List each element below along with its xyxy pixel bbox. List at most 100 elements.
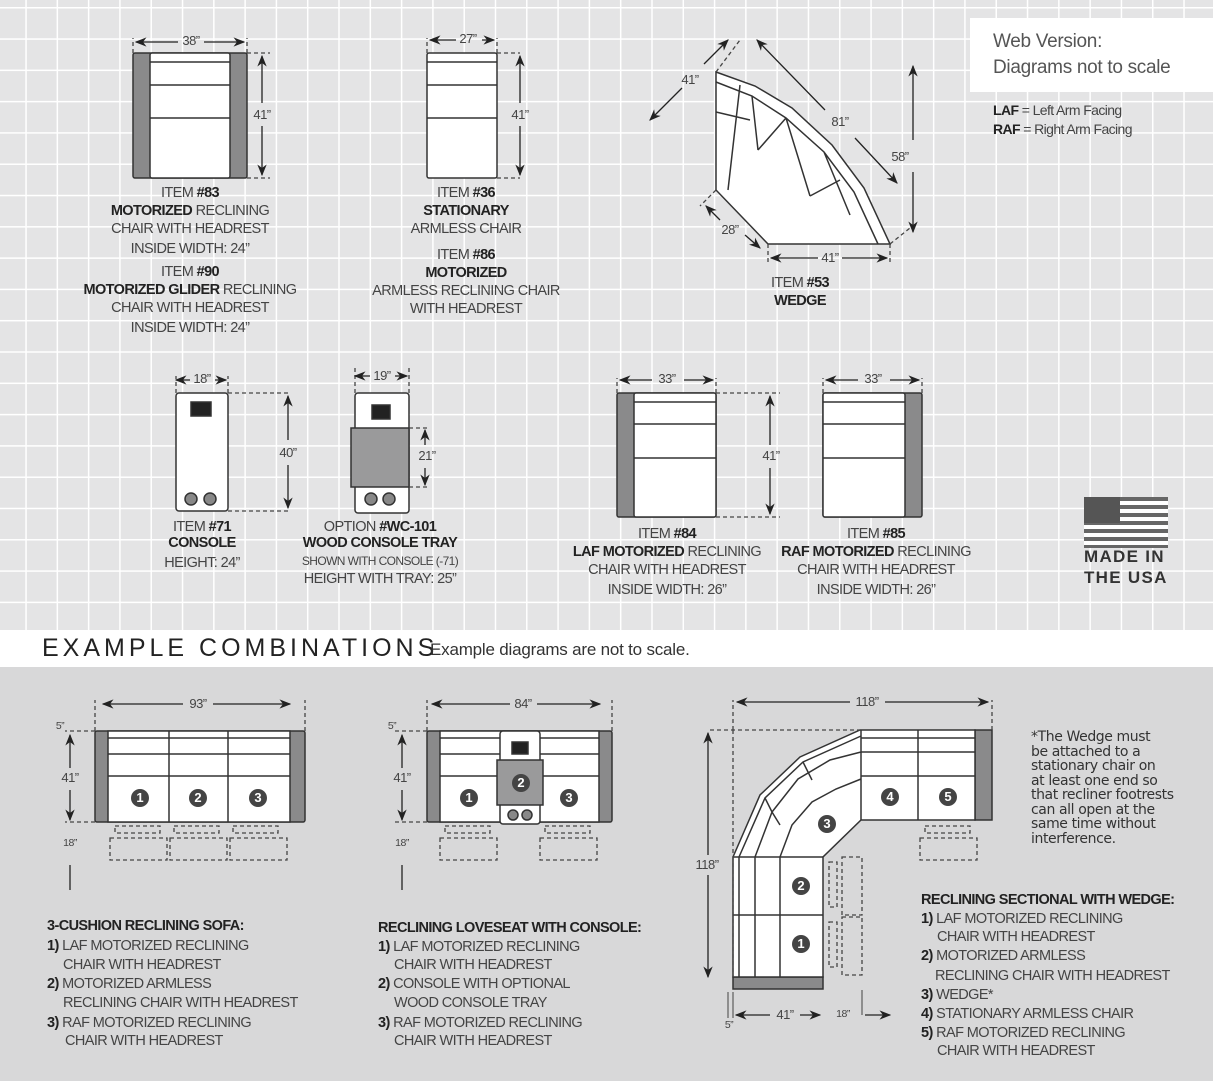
label: STATIONARY ARMLESS CHAIR [932,1006,1134,1022]
label: #83 [196,185,220,201]
item-83-desc: CHAIR WITH HEADREST [111,221,269,237]
item-53-number: ITEM #53 [771,275,830,292]
sectional-title: RECLINING SECTIONAL WITH WEDGE: [921,892,1175,909]
item-53-name: WEDGE [774,293,826,310]
label: MOTORIZED ARMLESS [58,976,212,992]
label: = Right Arm Facing [1019,121,1132,137]
label: MOTORIZED ARMLESS [932,948,1086,964]
note-line-1: Web Version: [993,31,1103,52]
item-85-desc: CHAIR WITH HEADREST [797,562,955,578]
item-84-name: LAF MOTORIZED RECLINING [573,544,762,561]
dim-height: 41” [762,448,780,463]
made-in-line2: THE USA [1084,568,1168,587]
made-in-line1: MADE IN [1084,547,1165,566]
label: LAF MOTORIZED RECLINING [932,911,1123,927]
wc101-note: SHOWN WITH CONSOLE (-71) [301,554,459,568]
label: RECLINING [893,544,971,560]
label: RECLINING [684,544,762,560]
dim-arm: 5” [724,1019,734,1031]
wc101-height: HEIGHT WITH TRAY: 25” [303,571,457,587]
seat-number: 2 [512,774,530,792]
dim-width: 19” [373,368,391,383]
note-line: same time without [1031,816,1156,832]
list-item: CHAIR WITH HEADREST [937,929,1095,945]
list-item: RECLINING CHAIR WITH HEADREST [935,968,1170,984]
raf-legend: RAF = Right Arm Facing [993,121,1133,138]
list-item: 1) LAF MOTORIZED RECLINING [378,939,580,956]
label: #90 [196,264,220,280]
examples-header-band [0,630,1213,667]
item-90-width: INSIDE WIDTH: 24” [130,320,250,336]
item-90-desc: CHAIR WITH HEADREST [111,300,269,316]
web-version-note: Web Version: Diagrams not to scale [970,18,1213,92]
wc101-number: OPTION #WC-101 [323,519,437,536]
label: 1) [47,938,59,954]
label: LAF MOTORIZED RECLINING [58,938,249,954]
note-line: at least one end so [1031,772,1158,789]
note-line: be attached to a [1031,743,1141,760]
label: 4) [921,1006,933,1022]
dim-height: 41” [61,770,79,785]
item-86-number: ITEM #86 [437,247,496,264]
list-item: CHAIR WITH HEADREST [394,1033,552,1049]
seat-number: 2 [189,789,207,807]
seat-number: 2 [792,877,810,895]
label: MOTORIZED [110,203,193,219]
item-83-number: ITEM #83 [161,185,220,202]
label: RAF [993,121,1021,137]
dim-wedge: 41” [821,250,839,265]
label: WOOD CONSOLE TRAY [302,535,458,551]
label: 5) [921,1025,933,1041]
dim-width: 38” [182,33,200,48]
label: = Left Arm Facing [1018,102,1123,118]
dim-width: 93” [189,696,207,711]
label: 3) [378,1015,390,1031]
label: 3) [47,1015,59,1031]
sofa-shape [94,730,306,823]
dim-wedge: 41” [681,72,699,87]
dim-wedge: 28” [721,222,739,237]
label: WEDGE [774,293,826,309]
label: RAF MOTORIZED RECLINING [932,1025,1126,1041]
label: RAF MOTORIZED RECLINING [389,1015,583,1031]
label: STATIONARY [423,203,509,219]
list-item: CHAIR WITH HEADREST [394,957,552,973]
label: OPTION [323,519,380,535]
item-84-width: INSIDE WIDTH: 26” [607,582,727,598]
label: 2) [921,948,933,964]
item-86-desc2: WITH HEADREST [409,301,523,317]
item-85-name: RAF MOTORIZED RECLINING [781,544,971,561]
label: RAF MOTORIZED [781,544,894,560]
dim-width: 18” [193,371,211,386]
list-item: 2) CONSOLE WITH OPTIONAL [378,976,570,993]
label: CONSOLE WITH OPTIONAL [389,976,570,992]
item-83-name: MOTORIZED RECLINING [110,203,270,220]
list-item: 1) LAF MOTORIZED RECLINING [47,938,249,955]
seat-number: 5 [939,788,957,806]
label: LAF [993,102,1019,118]
label: #WC-101 [379,519,437,535]
list-item: 5) RAF MOTORIZED RECLINING [921,1025,1126,1042]
seat-number: 3 [818,815,836,833]
list-item: CHAIR WITH HEADREST [937,1043,1095,1059]
seat-number: 1 [131,789,149,807]
item-85-number: ITEM #85 [847,526,906,543]
label: #84 [673,526,697,542]
label: #71 [208,519,232,535]
item-83-width: INSIDE WIDTH: 24” [130,241,250,257]
label: ITEM [160,264,197,280]
note-line-2: Diagrams not to scale [993,57,1171,78]
label: #36 [472,185,496,201]
note-line: can all open at the [1031,801,1155,818]
label: RECLINING LOVESEAT WITH CONSOLE: [378,920,642,936]
item-90-number: ITEM #90 [160,264,220,281]
dim-height: 41” [393,770,411,785]
dim-depth: 41” [776,1007,794,1022]
label: CONSOLE [168,535,236,551]
label: 3) [921,987,933,1003]
label: RAF MOTORIZED RECLINING [58,1015,252,1031]
list-item: RECLINING CHAIR WITH HEADREST [63,995,298,1011]
dim-width: 84” [514,696,532,711]
list-item: 3) WEDGE* [921,987,994,1004]
loveseat-title: RECLINING LOVESEAT WITH CONSOLE: [378,920,642,937]
